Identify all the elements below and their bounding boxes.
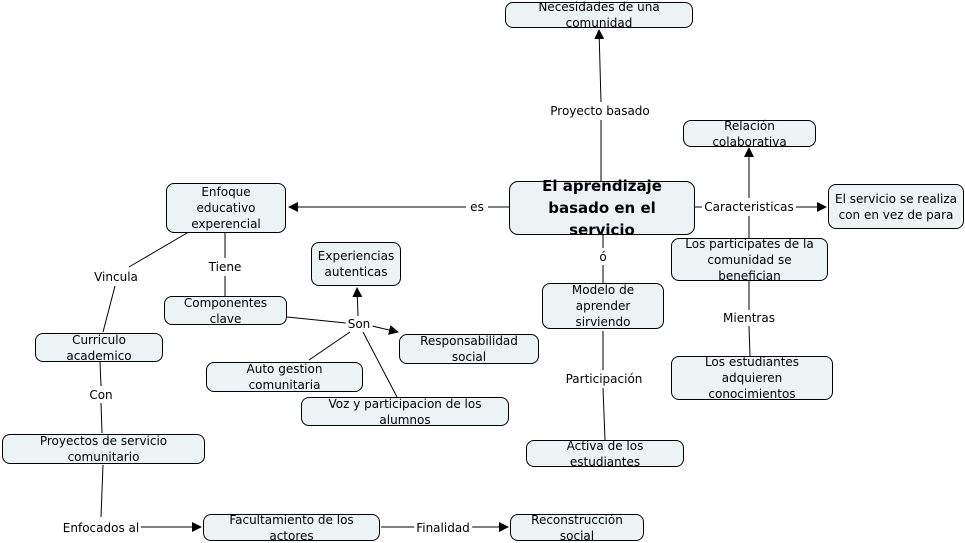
link-mientras-estudiantes [748, 325, 751, 357]
link-label-o: ó [597, 250, 609, 264]
link-enfoque-vincula [128, 232, 188, 268]
link-proyectos-enfocados [100, 464, 104, 518]
concept-modelo[interactable]: Modelo de aprender sirviendo [542, 283, 664, 329]
concept-auto-gestion[interactable]: Auto gestion comunitaria [206, 362, 363, 392]
concept-proyectos[interactable]: Proyectos de servicio comunitario [2, 434, 205, 464]
link-label-finalidad: Finalidad [414, 521, 472, 535]
concept-experiencias[interactable]: Experiencias autenticas [311, 242, 401, 286]
concept-reconstruccion[interactable]: Reconstrucción social [510, 513, 644, 543]
concept-voz[interactable]: Voz y participacion de los alumnos [301, 397, 509, 427]
link-son-responsabilidad [371, 325, 399, 335]
concept-estudiantes-adquieren[interactable]: Los estudiantes adquieren conocimientos [671, 355, 833, 401]
concept-componentes[interactable]: Componentes clave [164, 296, 287, 326]
link-son-auto-gestion [308, 331, 351, 361]
link-label-caracteristicas: Caracteristicas [702, 200, 796, 214]
link-label-proyecto-basado: Proyecto basado [548, 104, 652, 118]
link-label-con: Con [87, 388, 115, 402]
link-curriculo-con [99, 361, 102, 387]
link-label-mientras: Mientras [721, 311, 777, 325]
link-label-tiene: Tiene [206, 260, 244, 274]
link-son-voz [362, 331, 398, 398]
link-participacion-activa [602, 387, 606, 441]
concept-main[interactable]: El aprendizaje basado en el servicio [509, 177, 695, 239]
link-label-enfocados-al: Enfocados al [60, 521, 142, 535]
concept-curriculo[interactable]: Curriculo academico [35, 333, 163, 363]
concept-enfoque[interactable]: Enfoque educativo experencial [166, 183, 286, 233]
concept-necesidades[interactable]: Necesidades de una comunidad [505, 0, 693, 30]
concept-facultamiento[interactable]: Facultamiento de los actores [203, 513, 380, 543]
link-componentes-son [286, 316, 347, 324]
link-label-son: Son [345, 317, 373, 331]
link-label-es: es [468, 200, 486, 214]
concept-participantes[interactable]: Los participates de la comunidad se bene… [671, 237, 828, 283]
link-son-experiencias [352, 287, 363, 317]
link-label-vincula: Vincula [92, 270, 140, 284]
link-con-proyectos [100, 402, 103, 434]
link-proyecto-necesidades [594, 29, 605, 103]
concept-servicio-realiza[interactable]: El servicio se realiza con en vez de par… [828, 184, 964, 229]
concept-relacion[interactable]: Relación colaborativa [683, 119, 816, 149]
link-vincula-curriculo [102, 285, 116, 333]
concept-responsabilidad[interactable]: Responsabilidad social [399, 334, 539, 364]
concept-activa[interactable]: Activa de los estudiantes [526, 439, 684, 469]
link-label-participacion: Participación [563, 372, 645, 386]
